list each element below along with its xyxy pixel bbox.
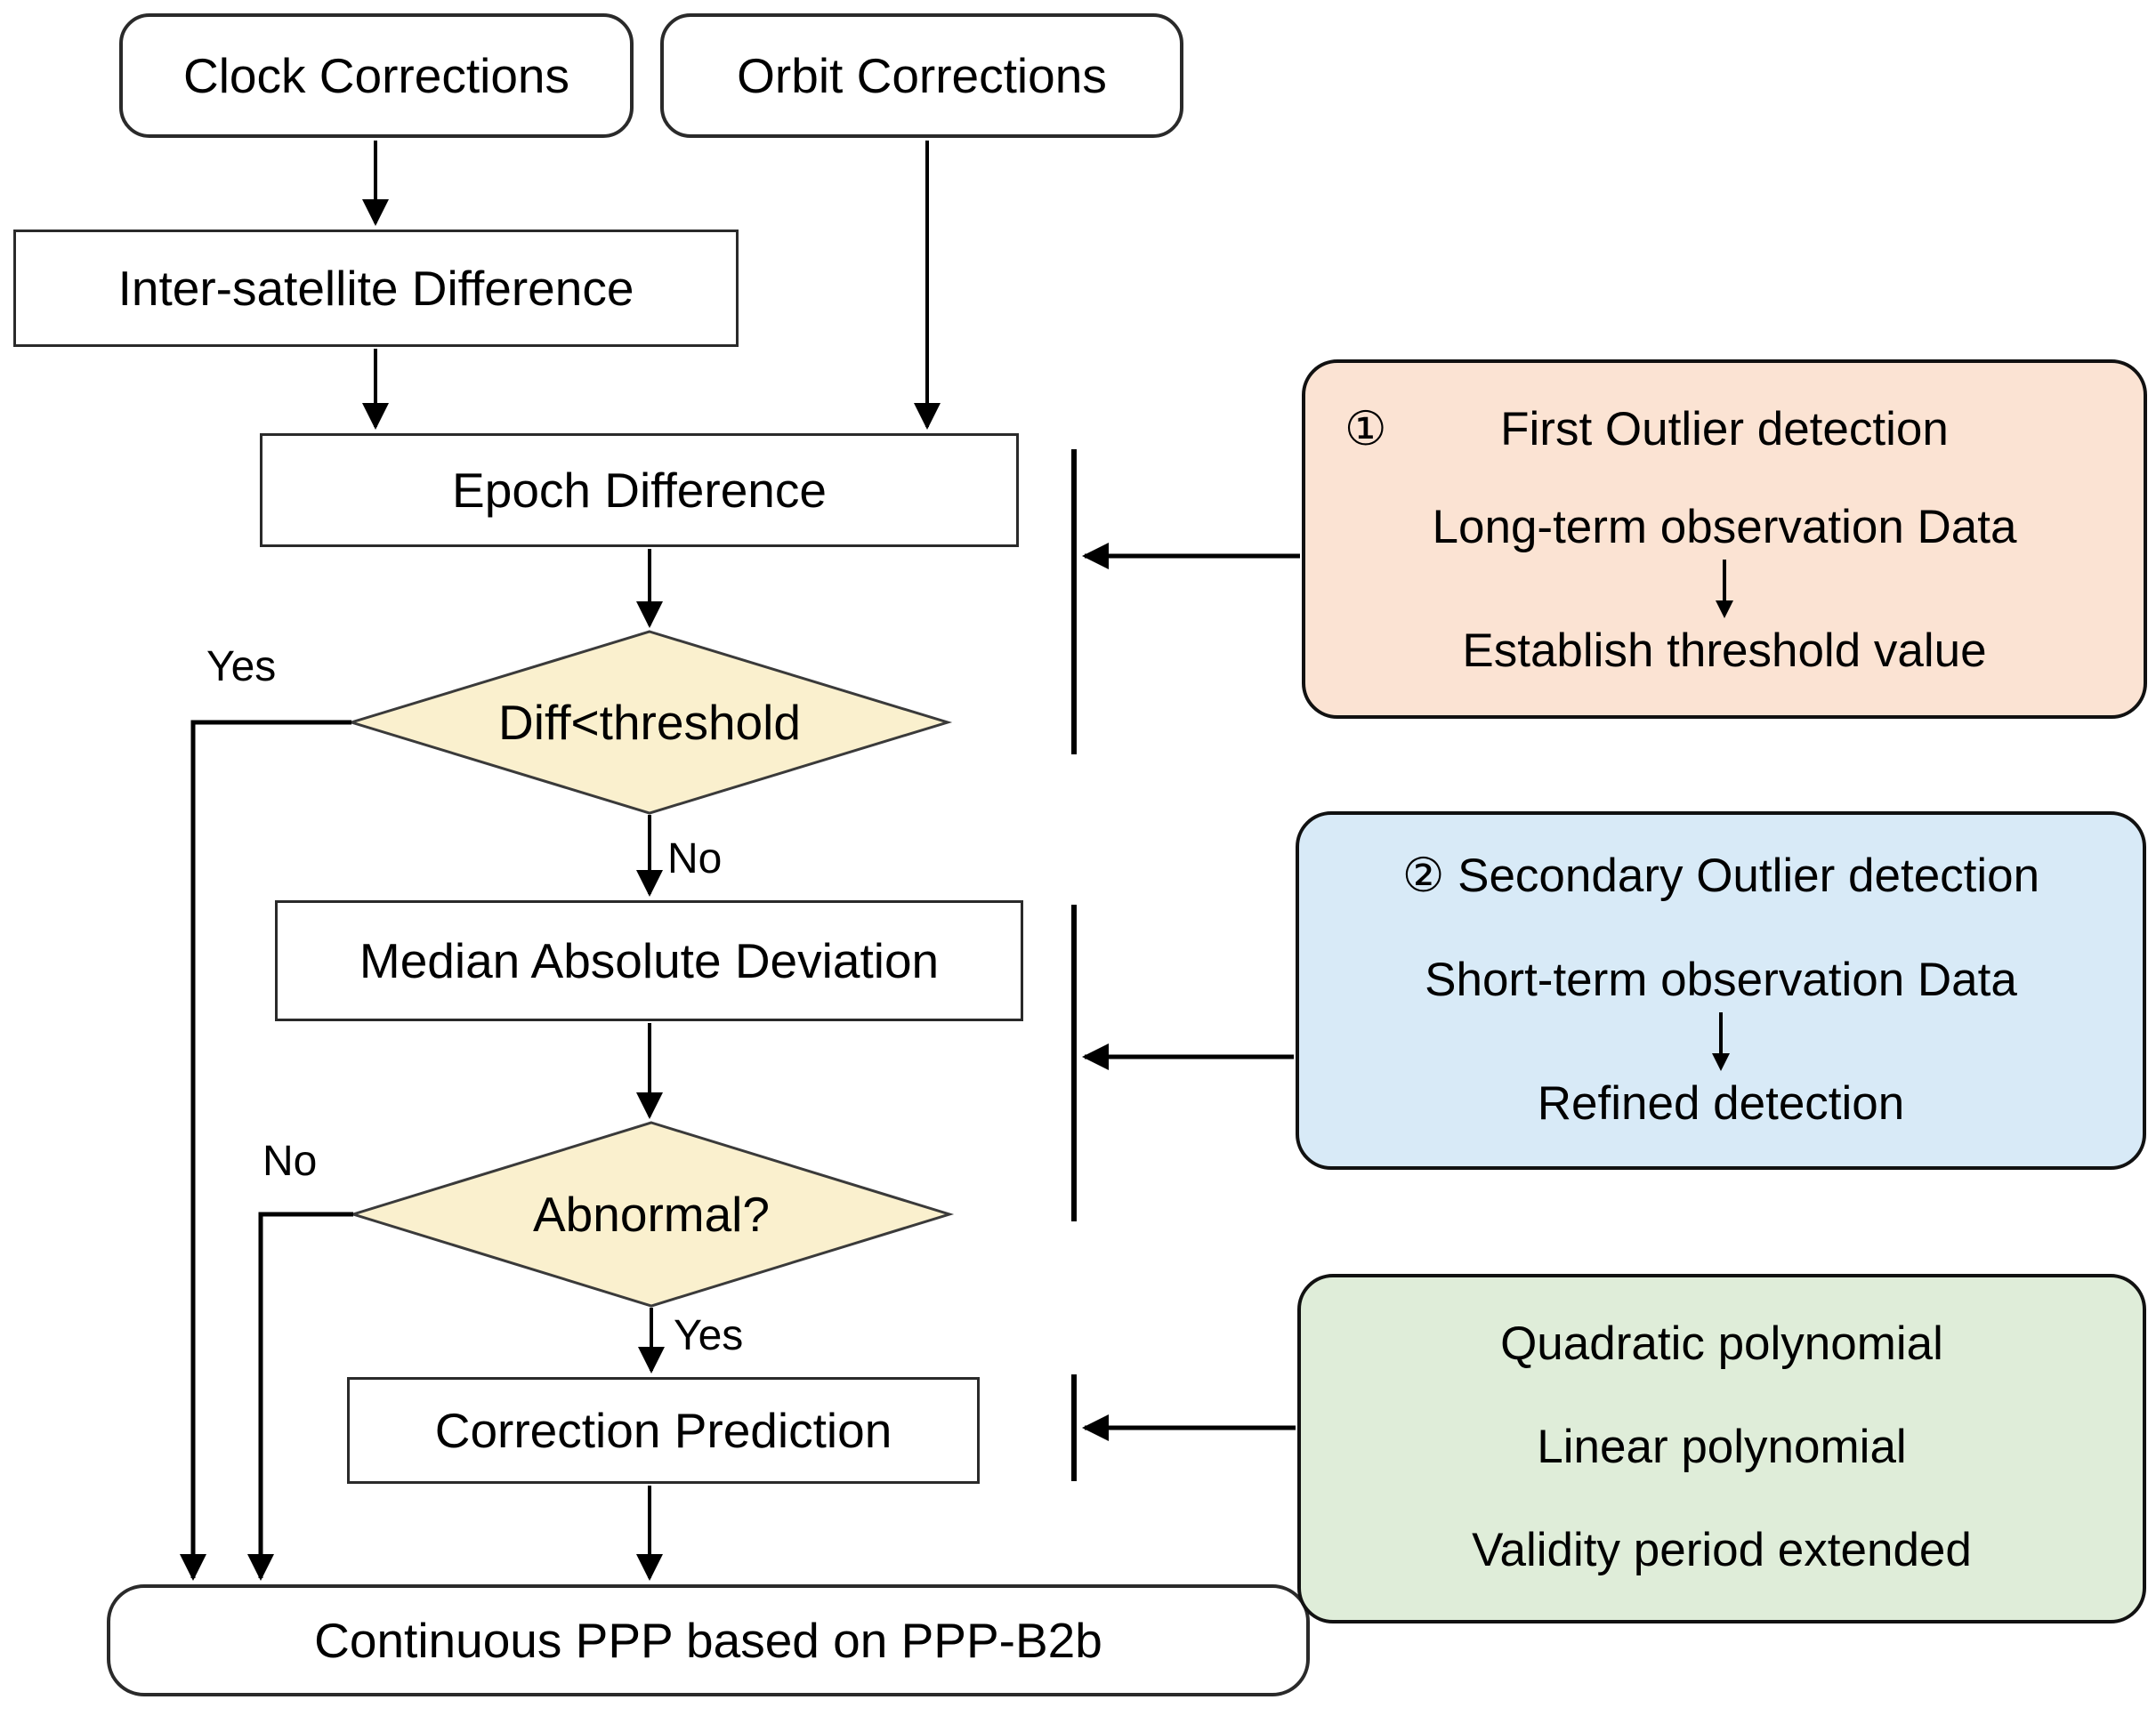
node-inter-satellite-difference: Inter-satellite Difference	[13, 230, 739, 347]
annotation-line: Refined detection	[1537, 1077, 1905, 1130]
annotation-header: ② Secondary Outlier detection	[1299, 815, 2143, 903]
branch-abnormal-no-to-continuous	[247, 1212, 353, 1581]
decision-abnormal: Abnormal?	[533, 1187, 770, 1242]
node-orbit-corrections: Orbit Corrections	[660, 13, 1183, 138]
circled-number-2: ②	[1401, 850, 1445, 902]
annotation-title: First Outlier detection	[1500, 403, 1949, 455]
annotation-line: Validity period extended	[1472, 1524, 1972, 1576]
diamond-diff-threshold-shape	[346, 630, 953, 815]
branch-diff-yes-to-continuous	[180, 720, 351, 1581]
annotation-line: Long-term observation Data	[1432, 501, 2017, 553]
annotation-line: Linear polynomial	[1537, 1421, 1907, 1473]
label-yes-diff-branch: Yes	[206, 643, 277, 690]
label-no-diff-branch: No	[667, 835, 723, 882]
annotation-header: ① First Outlier detection	[1305, 363, 2144, 456]
down-arrow-icon	[1712, 1012, 1730, 1071]
decision-diff-threshold: Diff<threshold	[498, 695, 801, 750]
node-median-absolute-deviation: Median Absolute Deviation	[275, 900, 1023, 1021]
node-continuous-ppp: Continuous PPP based on PPP-B2b	[107, 1584, 1310, 1696]
diamond-abnormal-shape	[348, 1121, 955, 1308]
label-no-abnormal-branch: No	[262, 1138, 318, 1185]
annotation-title: Secondary Outlier detection	[1458, 850, 2040, 902]
annotation-secondary-outlier-detection: ② Secondary Outlier detection Short-term…	[1296, 811, 2146, 1170]
annotation-line: Quadratic polynomial	[1500, 1317, 1943, 1370]
annotation-line: Short-term observation Data	[1425, 954, 2017, 1006]
down-arrow-icon	[1716, 560, 1733, 618]
annotation-first-outlier-detection: ① First Outlier detection Long-term obse…	[1302, 359, 2147, 719]
node-epoch-difference: Epoch Difference	[260, 433, 1019, 547]
annotation-prediction-methods: Quadratic polynomial Linear polynomial V…	[1297, 1274, 2146, 1623]
annotation-line: Establish threshold value	[1462, 624, 1987, 677]
node-correction-prediction: Correction Prediction	[347, 1377, 980, 1484]
circled-number-1: ①	[1344, 403, 1387, 455]
node-clock-corrections: Clock Corrections	[119, 13, 634, 138]
label-yes-abnormal-branch: Yes	[674, 1312, 744, 1359]
